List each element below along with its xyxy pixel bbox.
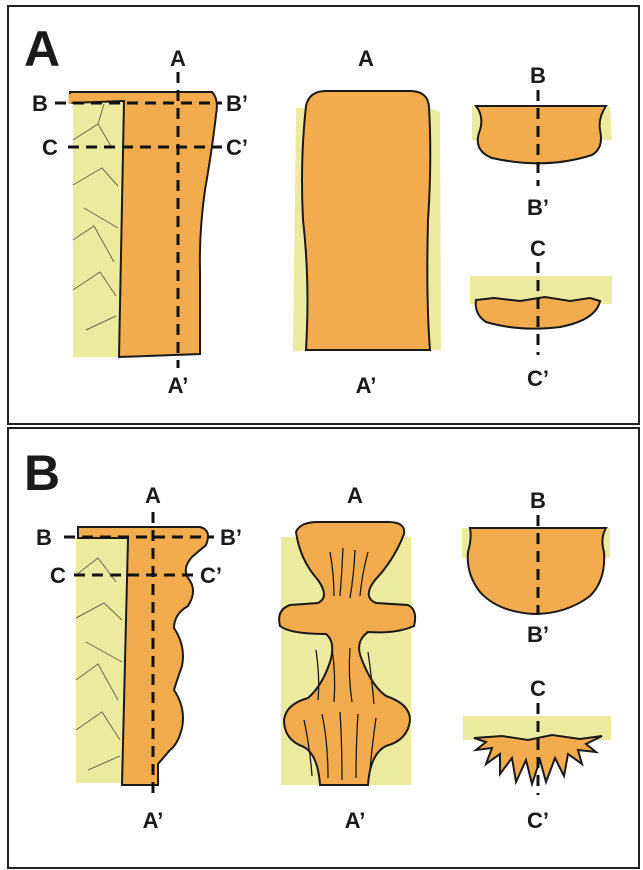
- panel-a-bb-speleothem: [476, 106, 606, 163]
- panel-b-cc-label-c: C: [530, 676, 546, 701]
- panel-a-label-c-prime: C’: [226, 135, 248, 160]
- panel-a-cc-label-c-prime: C’: [527, 366, 549, 391]
- panel-a-label-b: B: [32, 91, 48, 116]
- panel-a-section-aa: A A’: [293, 46, 441, 398]
- panel-a-label-c: C: [42, 135, 58, 160]
- panel-b-host-rock: [76, 535, 128, 783]
- panel-a-cc-label-c: C: [530, 236, 546, 261]
- panel-b-aa-label-a: A: [347, 483, 363, 508]
- panel-b-bb-label-b: B: [530, 488, 546, 513]
- panel-b-label-a-prime: A’: [143, 808, 164, 833]
- panel-a-aa-label-a: A: [358, 46, 374, 71]
- panel-b-letter: B: [24, 445, 60, 501]
- panel-a-label-a-prime: A’: [168, 373, 189, 398]
- panel-a-host-rock: [73, 101, 126, 357]
- panel-a-aa-speleothem: [302, 91, 430, 350]
- panel-a-bb-label-b-prime: B’: [527, 195, 549, 220]
- panel-b-label-b: B: [36, 525, 52, 550]
- panel-b-label-c: C: [50, 563, 66, 588]
- panel-b-aa-label-a-prime: A’: [345, 808, 366, 833]
- panel-b-label-a: A: [145, 483, 161, 508]
- panel-a-label-b-prime: B’: [226, 91, 248, 116]
- panel-a-label-a: A: [170, 46, 186, 71]
- panel-b: B A A’ B B’ C C’: [8, 428, 639, 868]
- panel-a-bb-label-b: B: [530, 63, 546, 88]
- panel-b-bb-label-b-prime: B’: [527, 622, 549, 647]
- panel-b-label-b-prime: B’: [220, 525, 242, 550]
- panel-a: A A A’ B B’ C C’: [8, 6, 639, 424]
- panel-b-section-aa: A A’: [279, 483, 415, 833]
- panel-b-cc-label-c-prime: C’: [527, 808, 549, 833]
- panel-a-letter: A: [24, 21, 60, 77]
- panel-b-label-c-prime: C’: [200, 563, 222, 588]
- panel-a-aa-label-a-prime: A’: [356, 373, 377, 398]
